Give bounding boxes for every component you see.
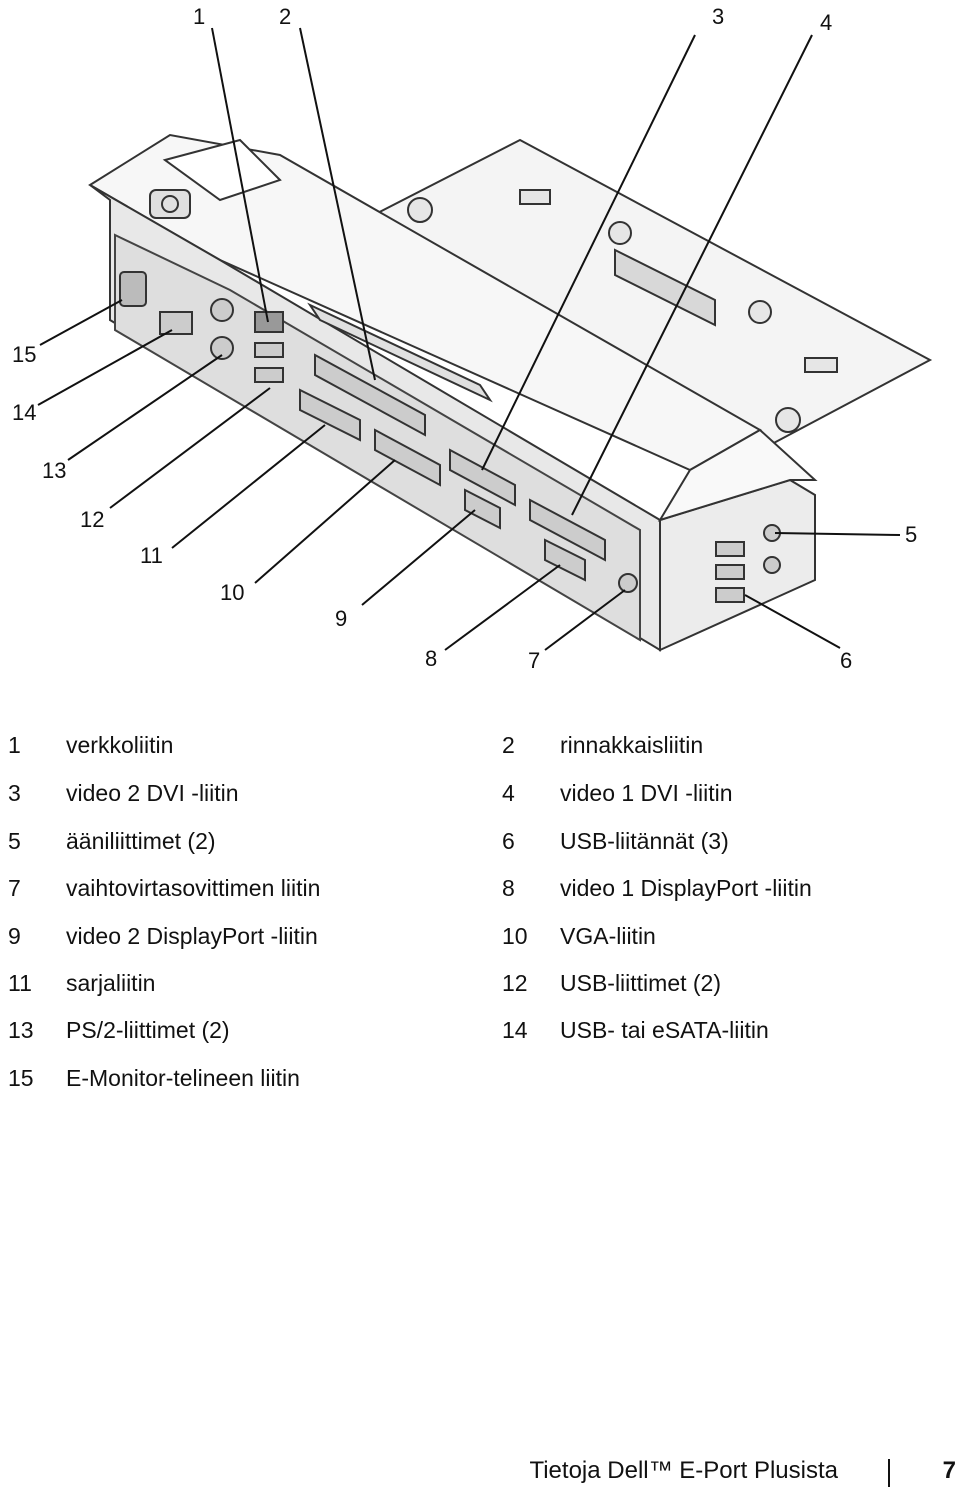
callout-11: 11 [140,543,163,568]
legend-text: sarjaliitin [66,970,156,996]
legend-number: 4 [502,780,515,806]
legend-text: ääniliittimet (2) [66,828,216,854]
callout-2: 2 [279,4,291,29]
legend-text: USB-liitännät (3) [560,828,729,854]
callout-numbers: 1 2 3 4 5 6 7 8 9 10 11 12 13 14 15 [12,4,917,673]
callout-13: 13 [42,458,66,483]
callout-12: 12 [80,507,104,532]
callout-1: 1 [193,4,205,29]
callout-8: 8 [425,646,437,671]
legend-number: 10 [502,923,528,949]
legend-text: video 2 DisplayPort -liitin [66,923,318,949]
callout-15: 15 [12,342,36,367]
legend-text: PS/2-liittimet (2) [66,1017,230,1043]
legend-number: 12 [502,970,528,996]
legend-text: video 1 DVI -liitin [560,780,733,806]
legend-text: vaihtovirtasovittimen liitin [66,875,321,901]
page-number: 7 [942,1457,956,1484]
legend-text: USB-liittimet (2) [560,970,722,996]
callout-4: 4 [820,10,832,35]
legend-text: verkkoliitin [66,732,174,758]
callout-6: 6 [840,648,852,673]
legend-number: 11 [8,970,32,996]
legend-number: 13 [8,1017,34,1043]
legend-number: 15 [8,1065,34,1091]
dock-illustration [88,133,933,652]
page-footer: Tietoja Dell™ E-Port Plusista 7 [0,1455,960,1491]
footer-title: Tietoja Dell™ E-Port Plusista [529,1457,838,1484]
callout-7: 7 [528,648,540,673]
legend-number: 7 [8,875,21,901]
legend-number: 1 [8,732,21,758]
legend-text: video 1 DisplayPort -liitin [560,875,812,901]
callout-9: 9 [335,606,347,631]
legend-number: 5 [8,828,21,854]
legend-text: rinnakkaisliitin [560,732,704,758]
legend-text: VGA-liitin [560,923,656,949]
legend-number: 14 [502,1017,528,1043]
legend-number: 2 [502,732,515,758]
legend-number: 8 [502,875,515,901]
legend-number: 9 [8,923,21,949]
legend-text: video 2 DVI -liitin [66,780,239,806]
callout-14: 14 [12,400,36,425]
legend-number: 3 [8,780,21,806]
callout-5: 5 [905,522,917,547]
docking-station-figure: 1 2 3 4 5 6 7 8 9 10 11 12 13 14 15 [12,4,933,673]
callout-10: 10 [220,580,244,605]
footer-divider [888,1459,890,1487]
legend-number: 6 [502,828,515,854]
legend-text: USB- tai eSATA-liitin [560,1017,769,1043]
callout-leaders [37,27,901,651]
legend-text: E-Monitor-telineen liitin [66,1065,300,1091]
callout-3: 3 [712,4,724,29]
